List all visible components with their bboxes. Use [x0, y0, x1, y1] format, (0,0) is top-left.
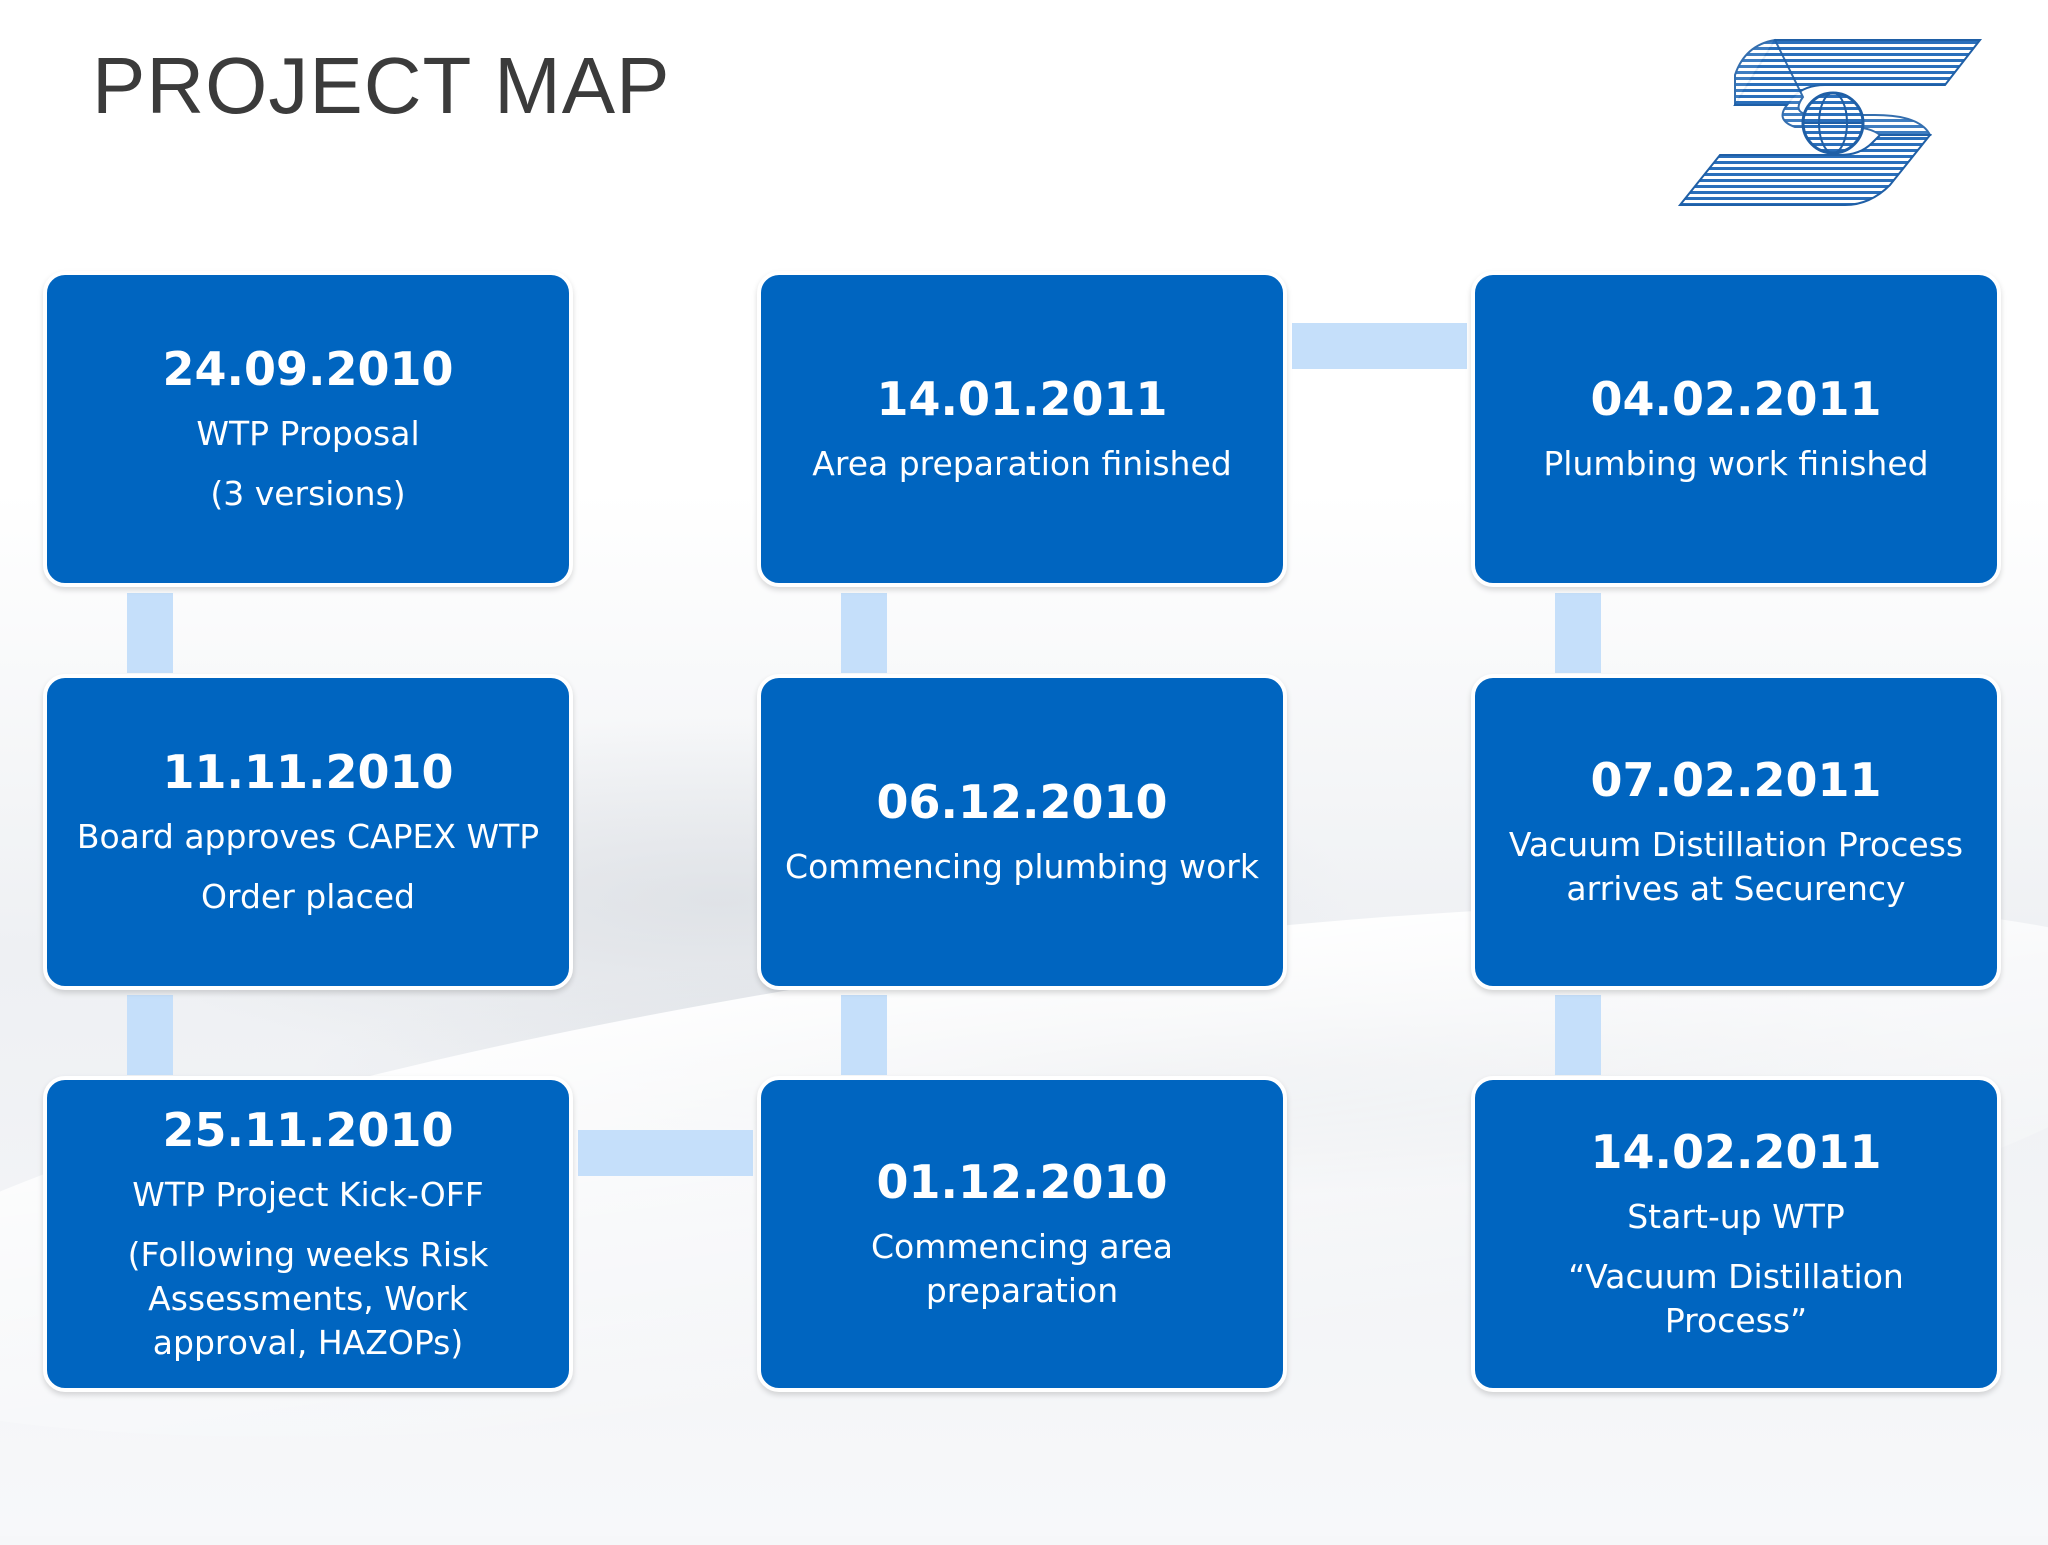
- milestone-box-9: 14.02.2011 Start-up WTP “Vacuum Distilla…: [1471, 1076, 2001, 1392]
- milestone-date: 04.02.2011: [1590, 372, 1882, 427]
- company-logo: [1677, 38, 1983, 206]
- connector-6-5: [841, 995, 887, 1075]
- milestone-date: 14.01.2011: [876, 372, 1168, 427]
- milestone-date: 01.12.2010: [876, 1155, 1168, 1210]
- milestone-text: Board approves CAPEX WTP: [76, 816, 540, 856]
- milestone-date: 14.02.2011: [1590, 1125, 1882, 1180]
- milestone-text: “Vacuum Distillation Process”: [1568, 1256, 1904, 1340]
- milestone-box-2: 11.11.2010 Board approves CAPEX WTP Orde…: [43, 674, 573, 990]
- milestone-box-7: 04.02.2011 Plumbing work finished: [1471, 271, 2001, 587]
- milestone-box-4: 14.01.2011 Area preparation finished: [757, 271, 1287, 587]
- milestone-box-1: 24.09.2010 WTP Proposal (3 versions): [43, 271, 573, 587]
- milestone-text: Plumbing work finished: [1543, 443, 1929, 483]
- milestone-date: 06.12.2010: [876, 775, 1168, 830]
- milestone-date: 24.09.2010: [162, 342, 454, 397]
- milestone-text: Area preparation finished: [812, 443, 1232, 483]
- page-title: PROJECT MAP: [92, 41, 671, 130]
- connector-1-2: [127, 593, 173, 673]
- connector-5-4: [841, 593, 887, 673]
- milestone-text: Commencing area preparation: [871, 1226, 1173, 1310]
- connector-2-3: [127, 995, 173, 1075]
- milestone-box-6: 01.12.2010 Commencing area preparation: [757, 1076, 1287, 1392]
- milestone-text: Vacuum Distillation Process arrives at S…: [1508, 824, 1964, 908]
- milestone-text: WTP Project Kick-OFF: [132, 1174, 484, 1214]
- milestone-text: Order placed: [200, 876, 415, 916]
- milestone-text: (3 versions): [210, 473, 406, 513]
- milestone-box-5: 06.12.2010 Commencing plumbing work: [757, 674, 1287, 990]
- milestone-text: WTP Proposal: [196, 413, 420, 453]
- connector-7-8: [1555, 593, 1601, 673]
- milestone-text: Start-up WTP: [1627, 1196, 1845, 1236]
- milestone-date: 07.02.2011: [1590, 753, 1882, 808]
- connector-8-9: [1555, 995, 1601, 1075]
- milestone-date: 25.11.2010: [162, 1103, 454, 1158]
- milestone-text: (Following weeks Risk Assessments, Work …: [127, 1234, 489, 1362]
- milestone-box-3: 25.11.2010 WTP Project Kick-OFF (Followi…: [43, 1076, 573, 1392]
- milestone-box-8: 07.02.2011 Vacuum Distillation Process a…: [1471, 674, 2001, 990]
- milestone-text: Commencing plumbing work: [785, 846, 1259, 886]
- connector-4-7: [1292, 323, 1467, 369]
- connector-3-6: [578, 1130, 753, 1176]
- milestone-date: 11.11.2010: [162, 745, 454, 800]
